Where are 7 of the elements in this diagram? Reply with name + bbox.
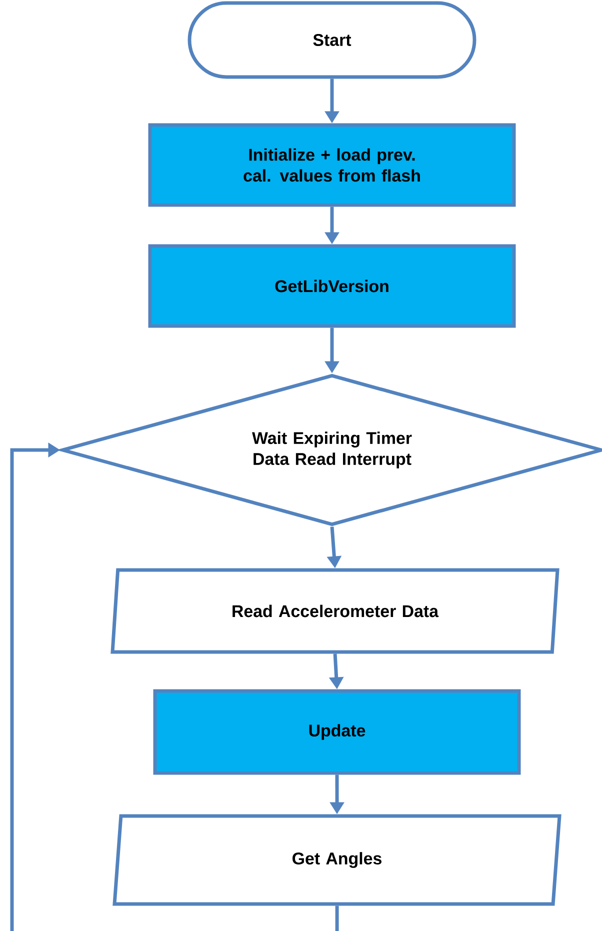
process-box: Update xyxy=(153,689,521,775)
start-terminal: Start xyxy=(188,1,476,79)
io-parallelogram: Get Angles xyxy=(112,814,562,906)
arrow xyxy=(10,442,339,931)
process-box: GetLibVersion xyxy=(148,244,516,328)
io-parallelogram: Read Accelerometer Data xyxy=(110,568,560,654)
process-box: Initialize + load prev. cal. values from flash xyxy=(148,123,516,207)
